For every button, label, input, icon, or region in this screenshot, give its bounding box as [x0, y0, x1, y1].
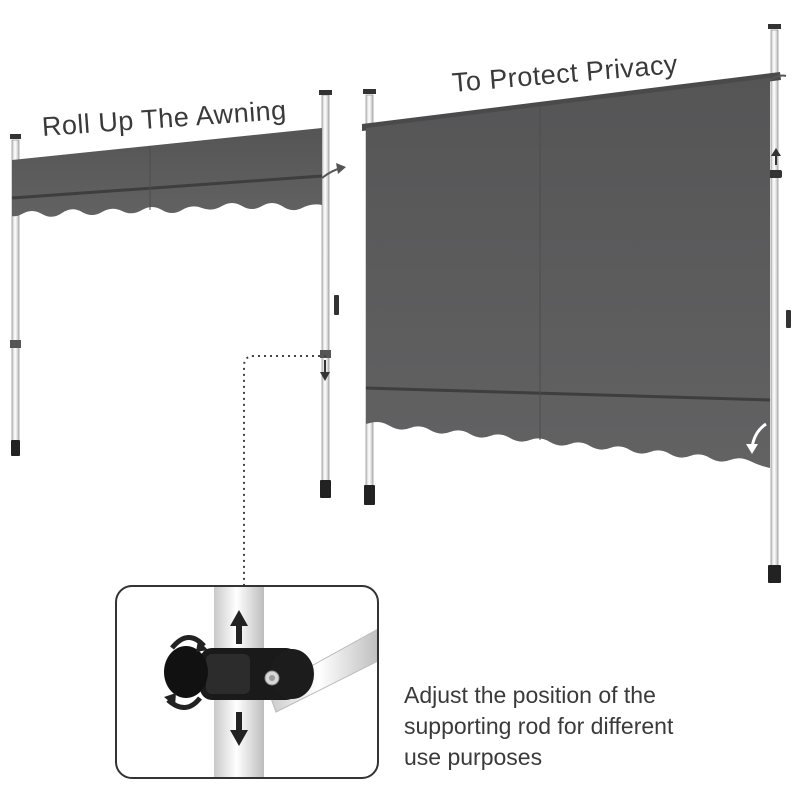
- left-pole-b: [321, 94, 330, 496]
- caption-line-1: Adjust the position of the: [404, 682, 656, 708]
- clamp-detail-inset: [115, 585, 379, 779]
- unrolled-awning-right: [362, 24, 791, 583]
- down-arrow-icon: [230, 712, 248, 746]
- rotate-arrows-icon: [164, 635, 208, 710]
- left-awning-fabric: [12, 128, 322, 217]
- leader-line: [243, 355, 326, 586]
- right-awning-fabric: [366, 78, 770, 468]
- rolled-awning-left: [10, 90, 346, 498]
- up-arrow-icon: [230, 610, 248, 644]
- caption-line-2: supporting rod for different: [404, 713, 674, 739]
- adjust-caption: Adjust the position of the supporting ro…: [404, 680, 784, 773]
- caption-line-3: use purposes: [404, 744, 543, 770]
- right-pole-b: [770, 29, 779, 576]
